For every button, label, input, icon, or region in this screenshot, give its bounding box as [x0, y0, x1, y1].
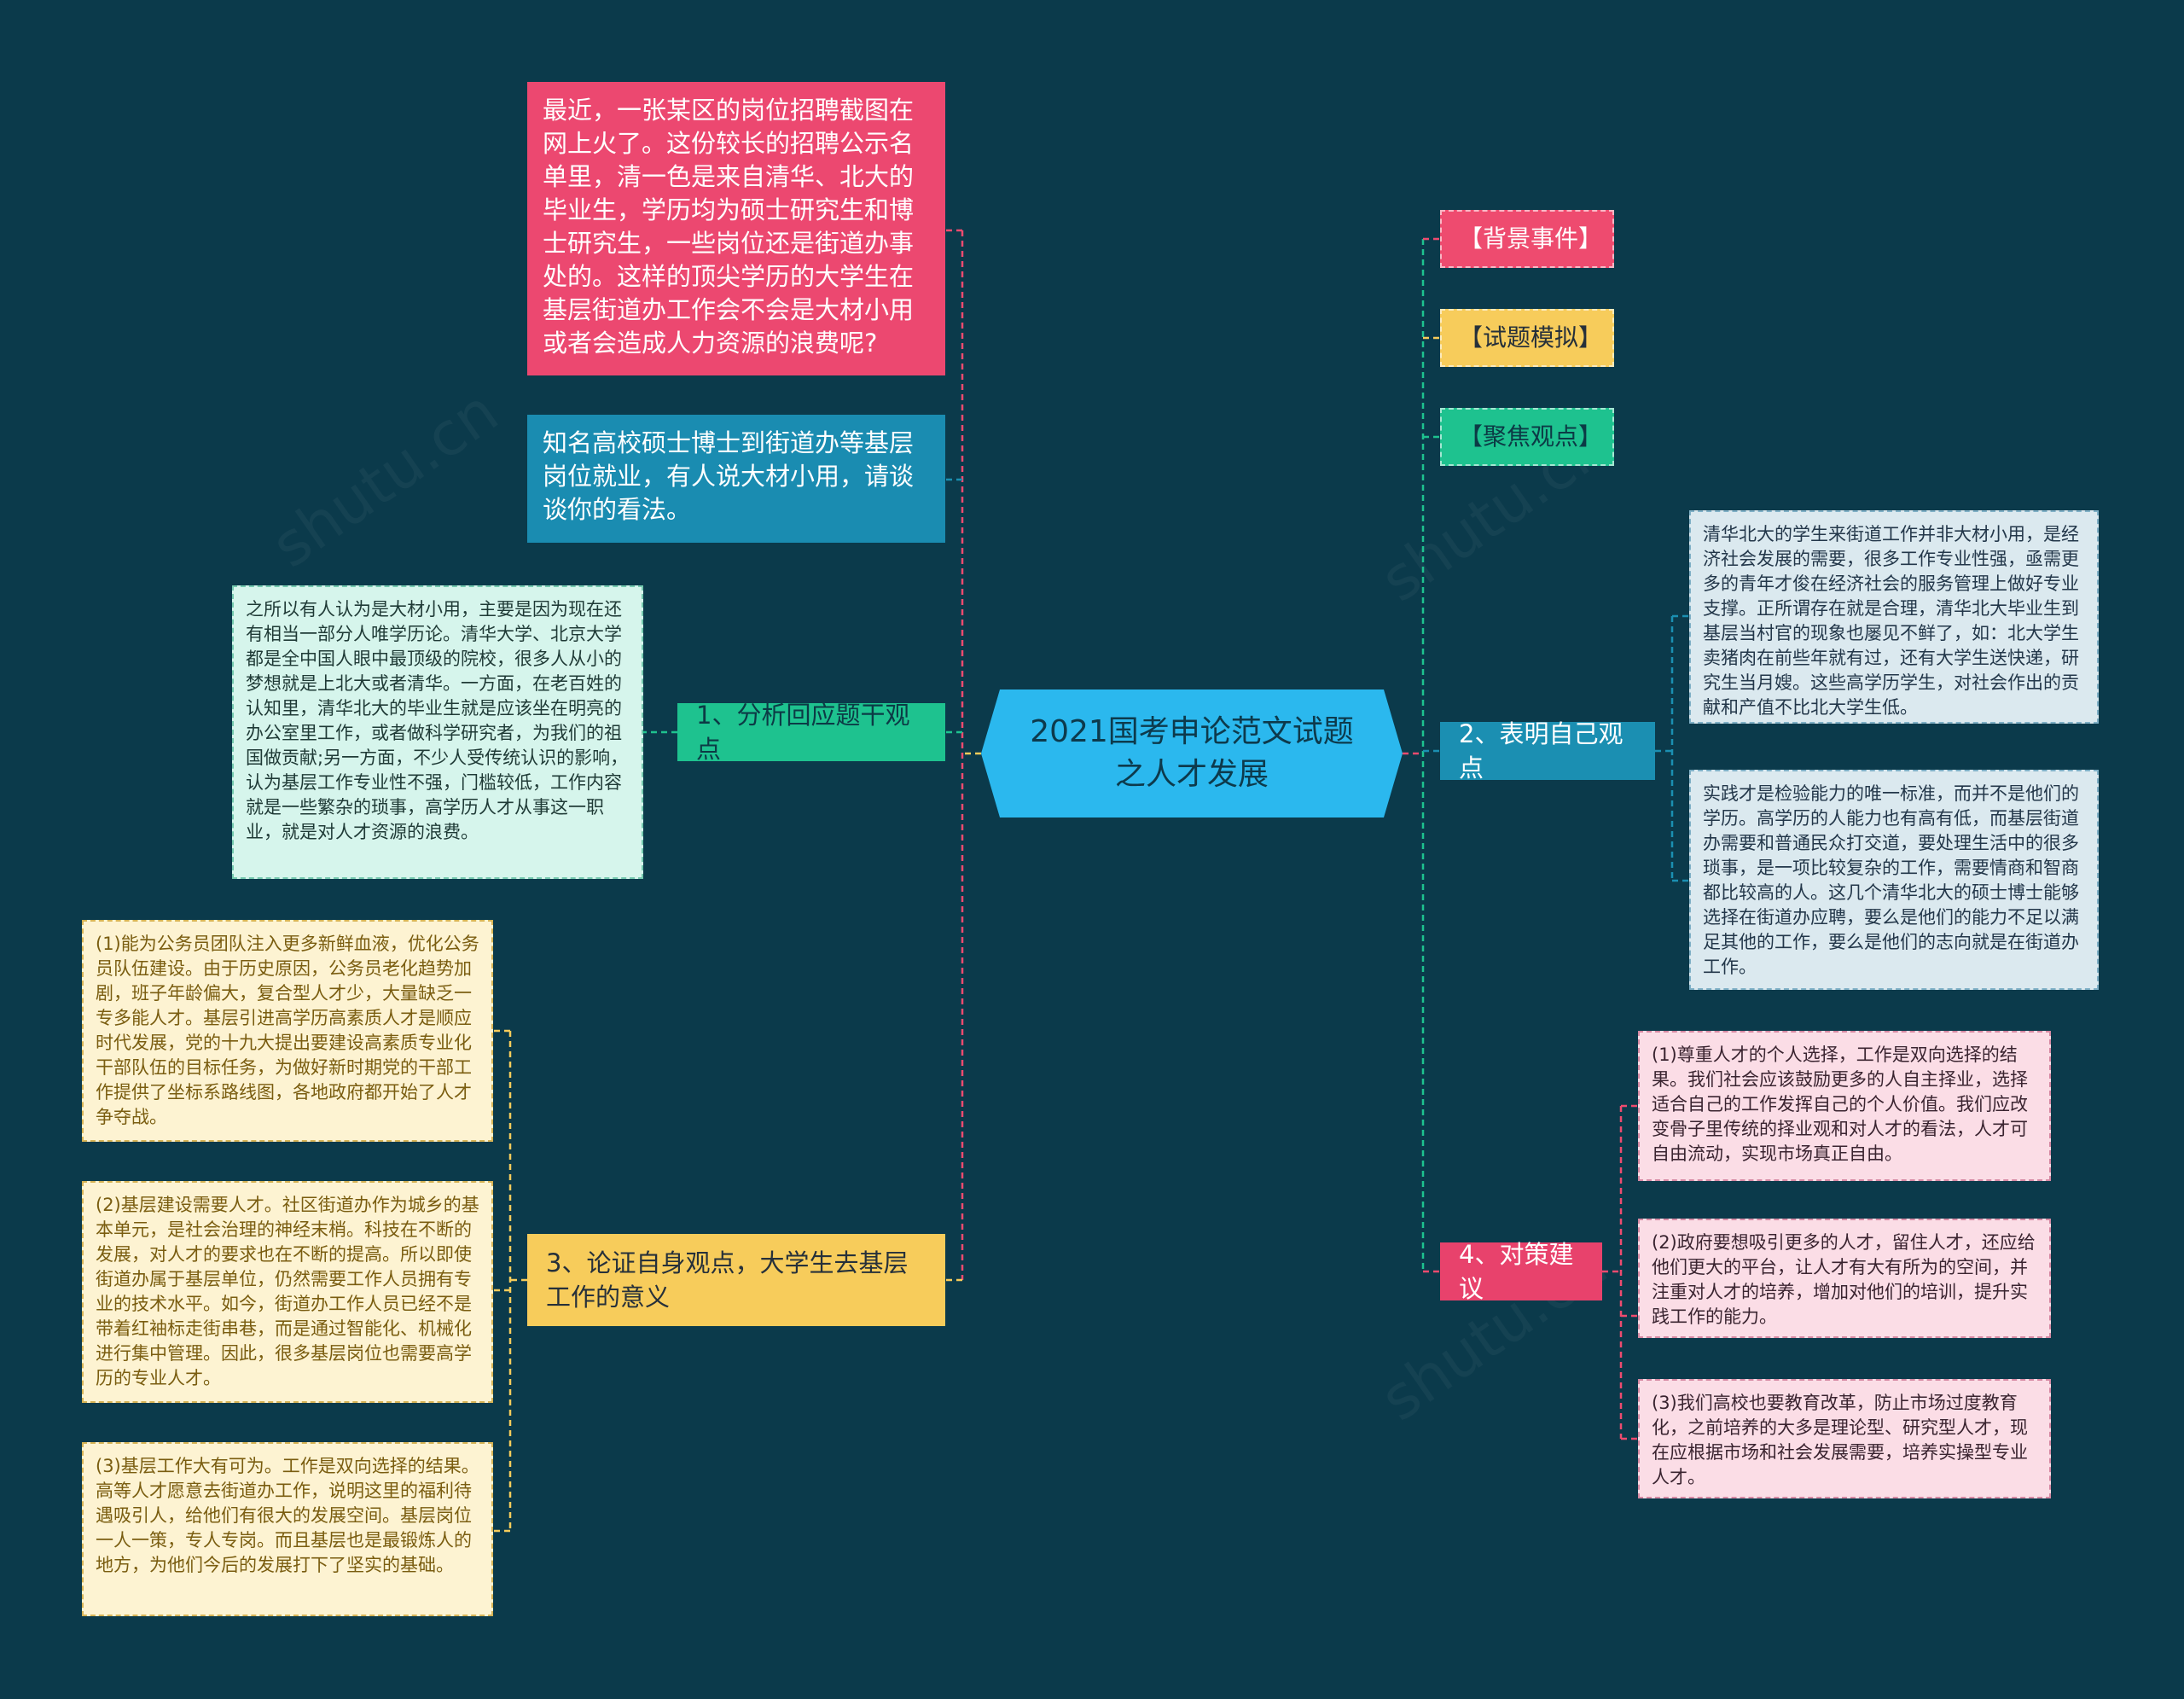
branch-analyze-response-label: 1、分析回应题干观点 [696, 701, 910, 764]
tag-background-event[interactable]: 【背景事件】 [1440, 210, 1614, 268]
tag-focus-viewpoint[interactable]: 【聚焦观点】 [1440, 408, 1614, 466]
background-event-body: 最近，一张某区的岗位招聘截图在网上火了。这份较长的招聘公示名单里，清一色是来自清… [543, 96, 915, 358]
b4-leaf-3-text: (3)我们高校也要教育改革，防止市场过度教育化，之前培养的大多是理论型、研究型人… [1652, 1393, 2028, 1487]
b4-leaf-1-text: (1)尊重人才的个人选择，工作是双向选择的结果。我们社会应该鼓励更多的人自主择业… [1652, 1044, 2028, 1164]
b4-leaf-2-text: (2)政府要想吸引更多的人才，留住人才，还应给他们更大的平台，让人才有大有所为的… [1652, 1232, 2036, 1327]
tag-focus-viewpoint-label: 【聚焦观点】 [1459, 422, 1603, 451]
branch-countermeasures-label: 4、对策建议 [1459, 1240, 1574, 1303]
branch-analyze-response[interactable]: 1、分析回应题干观点 [677, 701, 945, 764]
connector-b2-leaves [1655, 614, 1689, 882]
b2-leaf-2-text: 实践才是检验能力的唯一标准，而并不是他们的学历。高学历的人能力也有高有低，而基层… [1703, 783, 2079, 977]
b2-leaf-1: 清华北大的学生来街道工作并非大材小用，是经济社会发展的需要，很多工作专业性强，亟… [1689, 510, 2099, 724]
branch-state-viewpoint[interactable]: 2、表明自己观点 [1440, 719, 1655, 783]
b2-leaf-1-text: 清华北大的学生来街道工作并非大材小用，是经济社会发展的需要，很多工作专业性强，亟… [1703, 524, 2079, 718]
b3-leaf-1: (1)能为公务员团队注入更多新鲜血液，优化公务员队伍建设。由于历史原因，公务员老… [82, 920, 493, 1142]
central-topic[interactable]: 2021国考申论范文试题之人才发展 [981, 689, 1403, 817]
b4-leaf-2: (2)政府要想吸引更多的人才，留住人才，还应给他们更大的平台，让人才有大有所为的… [1638, 1219, 2051, 1338]
b2-leaf-2: 实践才是检验能力的唯一标准，而并不是他们的学历。高学历的人能力也有高有低，而基层… [1689, 770, 2099, 990]
b3-leaf-2-text: (2)基层建设需要人才。社区街道办作为城乡的基本单元，是社会治理的神经末梢。科技… [96, 1195, 479, 1388]
tag-background-event-label: 【背景事件】 [1459, 224, 1603, 253]
question-body: 知名高校硕士博士到街道办等基层岗位就业，有人说大材小用，请谈谈你的看法。 [543, 428, 915, 524]
b4-leaf-3: (3)我们高校也要教育改革，防止市场过度教育化，之前培养的大多是理论型、研究型人… [1638, 1379, 2051, 1498]
tag-question-simulation-label: 【试题模拟】 [1459, 323, 1603, 352]
background-event-text: 最近，一张某区的岗位招聘截图在网上火了。这份较长的招聘公示名单里，清一色是来自清… [527, 82, 945, 375]
connector-b4-leaves [1602, 1104, 1638, 1440]
branch-argue-viewpoint[interactable]: 3、论证自身观点，大学生去基层工作的意义 [527, 1234, 945, 1326]
b3-leaf-3: (3)基层工作大有可为。工作是双向选择的结果。高等人才愿意去街道办工作，说明这里… [82, 1442, 493, 1616]
branch-argue-viewpoint-label: 3、论证自身观点，大学生去基层工作的意义 [546, 1248, 909, 1312]
question-text: 知名高校硕士博士到街道办等基层岗位就业，有人说大材小用，请谈谈你的看法。 [527, 415, 945, 543]
branch-state-viewpoint-label: 2、表明自己观点 [1459, 719, 1623, 783]
central-topic-label: 2021国考申论范文试题之人才发展 [1030, 714, 1354, 792]
b3-leaf-3-text: (3)基层工作大有可为。工作是双向选择的结果。高等人才愿意去街道办工作，说明这里… [96, 1456, 479, 1575]
connector-b3-leaves [493, 1029, 527, 1533]
b4-leaf-1: (1)尊重人才的个人选择，工作是双向选择的结果。我们社会应该鼓励更多的人自主择业… [1638, 1031, 2051, 1181]
b3-leaf-2: (2)基层建设需要人才。社区街道办作为城乡的基本单元，是社会治理的神经末梢。科技… [82, 1181, 493, 1403]
b3-leaf-1-text: (1)能为公务员团队注入更多新鲜血液，优化公务员队伍建设。由于历史原因，公务员老… [96, 934, 479, 1127]
b1-leaf-text: 之所以有人认为是大材小用，主要是因为现在还有相当一部分人唯学历论。清华大学、北京… [246, 599, 629, 842]
tag-question-simulation[interactable]: 【试题模拟】 [1440, 309, 1614, 367]
b1-leaf: 之所以有人认为是大材小用，主要是因为现在还有相当一部分人唯学历论。清华大学、北京… [232, 585, 643, 879]
branch-countermeasures[interactable]: 4、对策建议 [1440, 1240, 1602, 1303]
